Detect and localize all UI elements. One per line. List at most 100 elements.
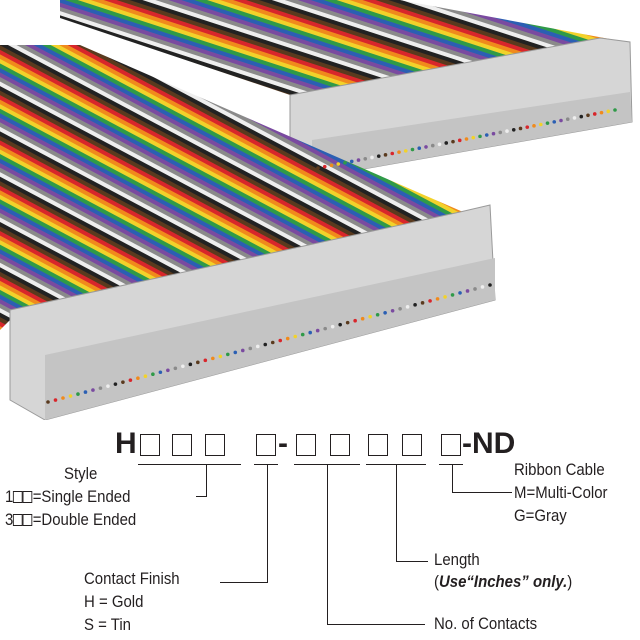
contact-dot bbox=[263, 342, 268, 347]
contact-dot bbox=[322, 164, 327, 169]
contact-dot bbox=[376, 154, 381, 158]
ribbon-box bbox=[441, 434, 461, 456]
contacts-title: No. of Contacts bbox=[434, 614, 538, 633]
contact-dot bbox=[606, 109, 611, 114]
contact-dot bbox=[428, 299, 432, 303]
contact-dot bbox=[300, 332, 305, 337]
contact-dot bbox=[315, 328, 320, 333]
contact-dot bbox=[368, 314, 372, 319]
contact-dot bbox=[424, 145, 428, 149]
contact-dot bbox=[196, 360, 200, 365]
contact-dot bbox=[464, 137, 469, 141]
contact-dot bbox=[383, 310, 387, 315]
contact-dot bbox=[225, 352, 230, 357]
contact-dot bbox=[308, 330, 313, 335]
bottom-connector-face bbox=[45, 258, 495, 420]
contact-dot bbox=[437, 142, 442, 147]
contact-dot bbox=[83, 390, 88, 394]
contact-dot bbox=[579, 114, 584, 119]
contact-dot bbox=[338, 322, 342, 327]
contact-dot bbox=[316, 166, 320, 170]
contact-dot bbox=[465, 289, 470, 293]
contact-dot bbox=[450, 293, 455, 297]
contact-dot bbox=[255, 344, 260, 349]
finish-title: Contact Finish bbox=[84, 569, 180, 588]
contact-dot bbox=[173, 366, 178, 371]
contact-dot bbox=[491, 131, 496, 136]
contact-dot bbox=[61, 396, 65, 400]
contact-dot bbox=[113, 382, 118, 386]
contact-dot bbox=[46, 400, 50, 404]
contact-dot bbox=[353, 318, 357, 323]
contact-dot bbox=[613, 108, 617, 112]
contact-dot bbox=[444, 141, 449, 145]
style-single: 1=Single Ended bbox=[5, 487, 131, 506]
contact-dot bbox=[430, 143, 435, 148]
style-double: 3=Double Ended bbox=[5, 510, 137, 529]
contact-dot bbox=[248, 346, 253, 351]
top-ribbon-cable bbox=[60, 0, 615, 100]
contact-dot bbox=[98, 386, 103, 390]
contact-dot bbox=[572, 116, 577, 120]
contact-dot bbox=[586, 113, 590, 118]
contact-dot bbox=[552, 120, 557, 124]
part-number-prefix: H bbox=[115, 427, 137, 460]
contact-dot bbox=[518, 126, 523, 131]
style-box-3 bbox=[205, 434, 225, 456]
contact-dot bbox=[471, 135, 476, 140]
contact-dot bbox=[451, 139, 455, 144]
top-connector-face bbox=[312, 92, 632, 178]
contact-dot bbox=[158, 370, 163, 375]
contact-dot bbox=[233, 350, 238, 355]
contact-dots bbox=[46, 108, 617, 404]
contact-dot bbox=[480, 285, 485, 289]
contact-dot bbox=[398, 306, 402, 311]
ribbon-multi: M=Multi-Color bbox=[514, 483, 608, 502]
contact-dot bbox=[278, 338, 283, 343]
contact-dot bbox=[349, 159, 354, 164]
length-box-2 bbox=[402, 434, 422, 456]
part-number-suffix: -ND bbox=[462, 427, 516, 460]
contact-dot bbox=[488, 283, 492, 287]
contact-dot bbox=[68, 394, 73, 398]
contact-dot bbox=[293, 334, 298, 339]
length-title: Length bbox=[434, 550, 480, 569]
contact-dot bbox=[403, 149, 408, 153]
contact-dot bbox=[538, 122, 543, 127]
contact-dot bbox=[413, 303, 417, 307]
contact-dot bbox=[410, 147, 415, 152]
contact-dot bbox=[532, 124, 536, 128]
finish-box bbox=[256, 434, 276, 456]
contact-dot bbox=[435, 297, 440, 301]
contact-dot bbox=[76, 392, 80, 396]
contact-dot bbox=[356, 158, 361, 162]
contact-dot bbox=[363, 156, 368, 161]
bottom-ribbon-cable bbox=[0, 45, 470, 330]
contact-dot bbox=[525, 125, 530, 129]
contact-dot bbox=[473, 287, 477, 291]
contact-dot bbox=[136, 376, 140, 381]
contact-dot bbox=[343, 160, 347, 165]
contact-dot bbox=[457, 138, 462, 143]
contact-dot bbox=[592, 112, 597, 116]
contact-dot bbox=[240, 348, 245, 353]
contact-dot bbox=[211, 356, 215, 361]
contact-dot bbox=[323, 326, 327, 331]
contact-dot bbox=[121, 380, 125, 384]
contact-dot bbox=[505, 129, 509, 133]
contact-dot bbox=[181, 364, 185, 369]
length-note: (Use“Inches” only.) bbox=[434, 572, 573, 591]
contact-dot bbox=[203, 358, 208, 363]
contact-dot bbox=[370, 155, 374, 160]
part-number-dash: - bbox=[278, 427, 288, 460]
contact-dot bbox=[599, 110, 604, 115]
contact-dot bbox=[397, 150, 401, 154]
contact-dot bbox=[336, 162, 341, 166]
contact-dot bbox=[329, 163, 334, 168]
contact-dot bbox=[218, 354, 223, 359]
contact-dot bbox=[270, 340, 275, 345]
contact-dot bbox=[559, 118, 563, 123]
contact-dot bbox=[511, 127, 516, 132]
contact-dot bbox=[443, 295, 447, 299]
contact-dot bbox=[91, 388, 95, 392]
